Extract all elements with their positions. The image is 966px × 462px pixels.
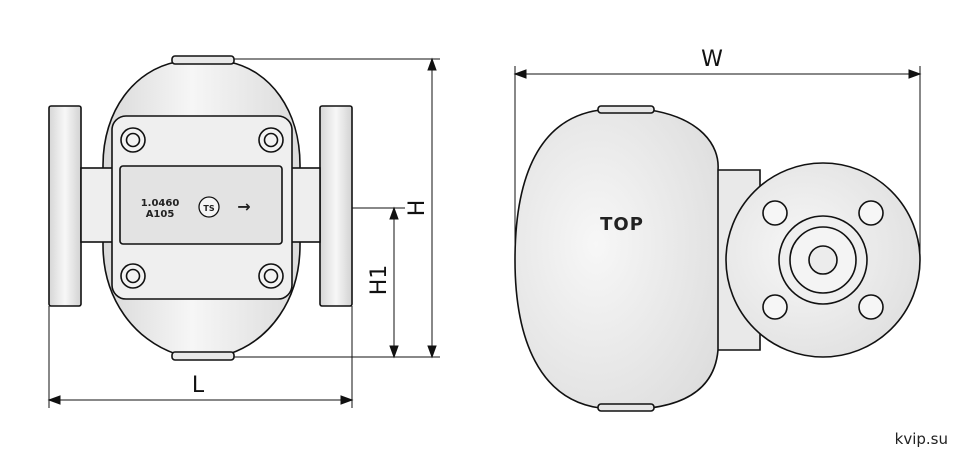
nameplate-material-line1: 1.0460: [141, 198, 180, 209]
front-view: [48, 55, 353, 361]
bolt-hole-icon: [762, 200, 788, 226]
bolt-icon: [120, 127, 146, 153]
left-flange: [48, 105, 82, 307]
height-label: H: [405, 200, 430, 217]
width-dimensions: [513, 66, 922, 260]
flow-arrow-icon: →: [237, 197, 250, 216]
bolt-icon: [120, 263, 146, 289]
width-label: W: [701, 47, 723, 72]
nameplate-logo-text: TS: [203, 204, 214, 213]
front-dimensions: [47, 57, 440, 408]
bolt-icon: [258, 263, 284, 289]
side-body: [514, 109, 719, 409]
bolt-hole-icon: [858, 200, 884, 226]
top-orientation-label: TOP: [600, 214, 644, 235]
side-bottom-lug: [597, 403, 655, 412]
bolt-hole-icon: [858, 294, 884, 320]
side-view: [514, 105, 921, 412]
bolt-icon: [258, 127, 284, 153]
inlet-height-label: H1: [367, 265, 392, 296]
flange-bore: [808, 245, 838, 275]
length-label: L: [192, 373, 205, 398]
bottom-lug: [171, 351, 235, 361]
top-lug: [171, 55, 235, 65]
bolt-hole-icon: [762, 294, 788, 320]
watermark: kvip.su: [894, 430, 948, 448]
right-flange: [319, 105, 353, 307]
ts-logo-icon: [198, 196, 220, 218]
nameplate-material-line2: A105: [146, 209, 175, 220]
side-top-lug: [597, 105, 655, 114]
